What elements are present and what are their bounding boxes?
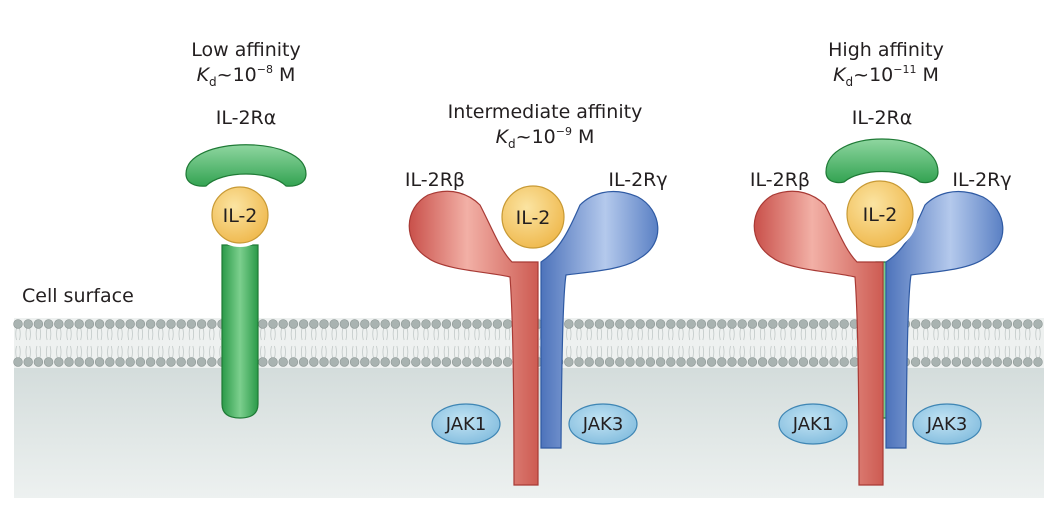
- low-affinity-complex: Low affinity Kd~10−8 M IL-2Rα IL-2: [185, 39, 307, 419]
- low-affinity-kd: Kd~10−8 M: [197, 63, 296, 89]
- high-alpha-label: IL-2Rα: [852, 107, 913, 129]
- intermediate-beta-label: IL-2Rβ: [405, 169, 465, 191]
- intermediate-affinity-kd: Kd~10−9 M: [496, 125, 595, 151]
- high-affinity-title: High affinity: [828, 39, 944, 61]
- high-beta-label: IL-2Rβ: [750, 169, 810, 191]
- low-il2-label: IL-2: [223, 205, 258, 227]
- intermediate-affinity-title: Intermediate affinity: [448, 101, 643, 123]
- intermediate-jak1: [431, 403, 501, 445]
- intermediate-jak3-label: JAK3: [582, 414, 624, 435]
- intermediate-jak3: [568, 403, 638, 445]
- low-alpha-label: IL-2Rα: [216, 107, 277, 129]
- high-jak3: [912, 403, 982, 445]
- low-alpha-stalk: [221, 244, 259, 419]
- intermediate-affinity-complex: Intermediate affinity Kd~10−9 M IL-2Rβ I…: [405, 101, 668, 486]
- intermediate-gamma-label: IL-2Rγ: [608, 169, 667, 191]
- high-il2-ligand: [846, 180, 914, 248]
- high-il2-label: IL-2: [863, 204, 898, 226]
- high-jak3-label: JAK3: [926, 414, 968, 435]
- intermediate-jak1-label: JAK1: [445, 414, 487, 435]
- intermediate-il2-ligand: [501, 185, 565, 249]
- intermediate-beta-chain: [408, 190, 539, 486]
- high-jak1-label: JAK1: [792, 414, 834, 435]
- intermediate-gamma-chain: [540, 190, 659, 449]
- cell-surface-label: Cell surface: [22, 285, 134, 307]
- high-jak1: [778, 403, 848, 445]
- high-beta-chain: [753, 190, 884, 486]
- low-il2-ligand: [211, 186, 269, 244]
- high-alpha-cap: [825, 138, 939, 184]
- high-gamma-label: IL-2Rγ: [952, 169, 1011, 191]
- high-gamma-chain: [885, 190, 1004, 449]
- low-alpha-cap: [185, 144, 307, 187]
- high-affinity-complex: High affinity Kd~10−11 M IL-2Rα IL-2Rβ I…: [750, 39, 1012, 486]
- intermediate-il2-label: IL-2: [516, 207, 551, 229]
- low-affinity-title: Low affinity: [191, 39, 300, 61]
- high-affinity-kd: Kd~10−11 M: [833, 63, 939, 89]
